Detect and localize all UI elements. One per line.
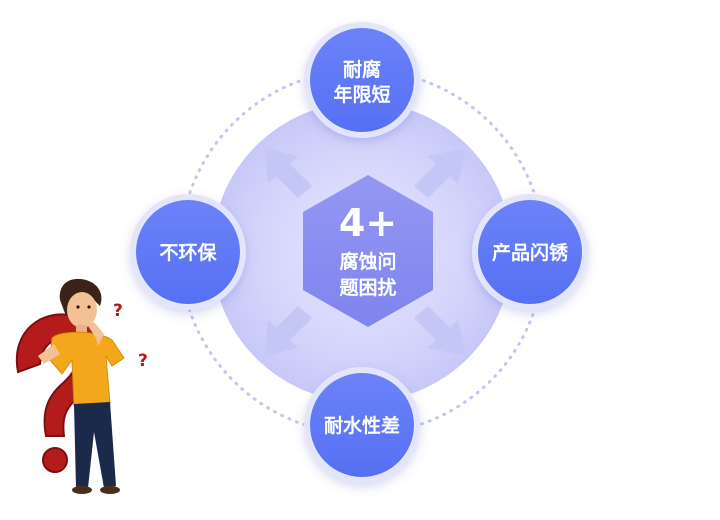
arrow-up-left (264, 148, 312, 198)
thinking-person-illustration (38, 278, 125, 494)
node-top-line-1: 耐腐 (343, 58, 381, 81)
node-right (472, 194, 588, 310)
small-question-mark-2: ? (138, 351, 148, 371)
arrows-group (264, 148, 466, 356)
node-bottom-label: 耐水性差 (324, 414, 400, 437)
node-right-label: 产品闪锈 (492, 241, 568, 264)
node-top-circle (310, 28, 414, 132)
node-bottom (304, 367, 420, 483)
center-hexagon (303, 175, 433, 327)
arrow-down-left (264, 306, 312, 356)
center-line-1: 腐蚀问 (339, 250, 396, 273)
node-bottom-circle (310, 373, 414, 477)
arrow-down-right (414, 306, 466, 356)
node-left-label: 不环保 (159, 241, 217, 264)
center-headline: 4+ (339, 201, 397, 245)
node-top (304, 22, 420, 138)
center-line-2: 题困扰 (339, 276, 396, 299)
node-left (130, 194, 246, 310)
arrow-up-right (414, 148, 466, 198)
node-top-line-2: 年限短 (333, 83, 390, 106)
node-left-circle (136, 200, 240, 304)
node-right-circle (478, 200, 582, 304)
small-question-mark-1: ? (113, 301, 123, 321)
